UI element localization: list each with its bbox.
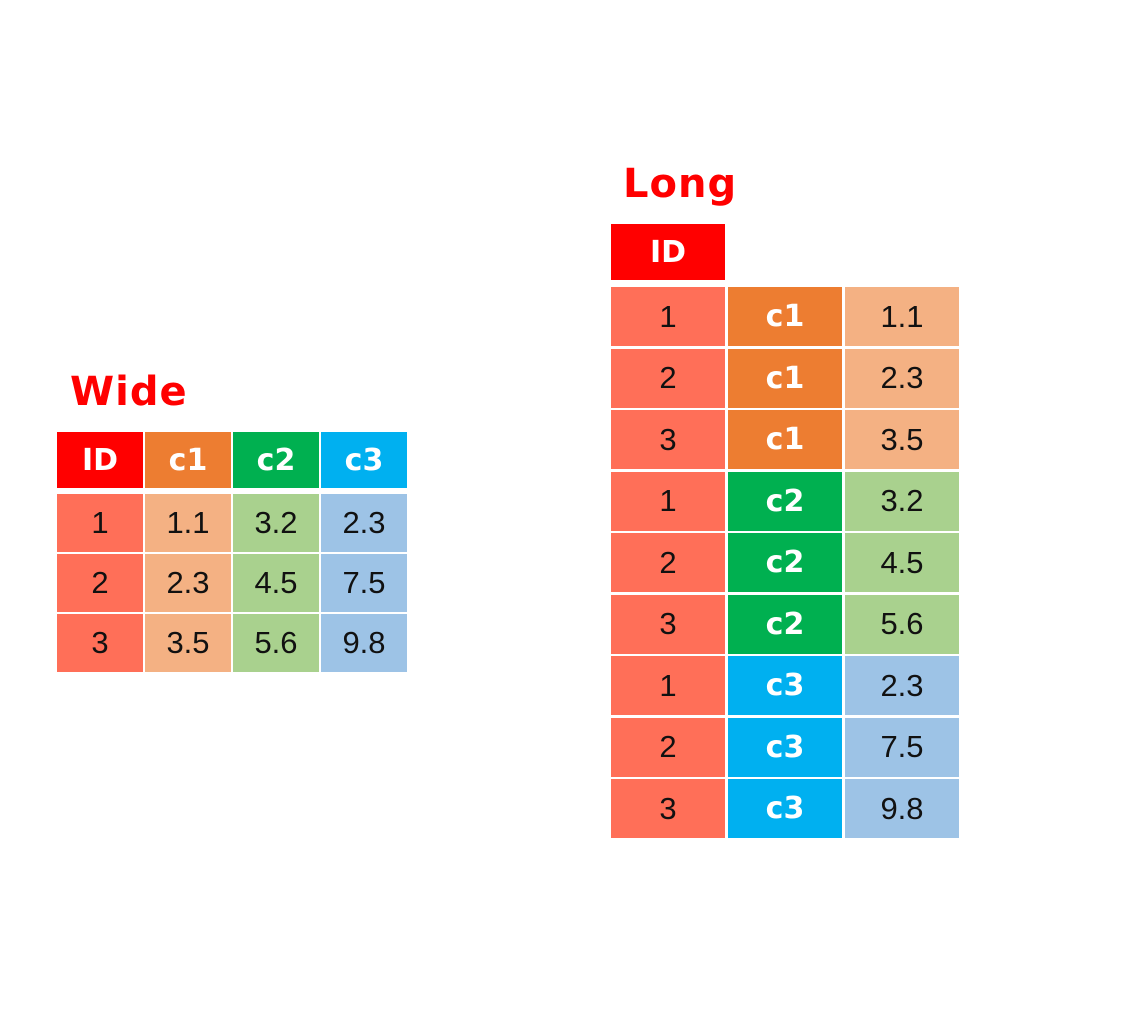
long-cell-variable: c2 (728, 471, 842, 531)
long-cell-id: 3 (611, 410, 725, 469)
long-cell-id: 2 (611, 717, 725, 777)
long-cell-id: 1 (611, 656, 725, 715)
wide-cell-r3-c2: 5.6 (233, 614, 319, 672)
long-cell-variable: c3 (728, 717, 842, 777)
long-cell-value: 1.1 (845, 287, 959, 346)
wide-cell-r2-c3: 7.5 (321, 554, 407, 612)
long-cell-id: 2 (611, 348, 725, 408)
long-cell-id: 2 (611, 533, 725, 592)
long-cell-id: 3 (611, 594, 725, 654)
wide-cell-r3-id: 3 (57, 614, 143, 672)
long-cell-variable: c2 (728, 533, 842, 592)
long-cell-value: 2.3 (845, 348, 959, 408)
wide-cell-r2-c2: 4.5 (233, 554, 319, 612)
long-cell-value: 3.5 (845, 410, 959, 469)
wide-cell-r2-id: 2 (57, 554, 143, 612)
long-table-title: Long (623, 161, 738, 207)
long-cell-variable: c2 (728, 594, 842, 654)
wide-cell-r3-c1: 3.5 (145, 614, 231, 672)
wide-cell-r2-c1: 2.3 (145, 554, 231, 612)
long-cell-variable: c1 (728, 287, 842, 346)
long-cell-variable: c1 (728, 348, 842, 408)
wide-cell-r1-c1: 1.1 (145, 494, 231, 552)
long-cell-value: 2.3 (845, 656, 959, 715)
wide-table-title: Wide (70, 369, 188, 415)
long-header-id: ID (611, 224, 725, 280)
wide-cell-r1-id: 1 (57, 494, 143, 552)
wide-header-c3: c3 (321, 432, 407, 488)
wide-cell-r1-c2: 3.2 (233, 494, 319, 552)
long-cell-value: 5.6 (845, 594, 959, 654)
long-cell-id: 1 (611, 471, 725, 531)
long-cell-variable: c3 (728, 656, 842, 715)
long-cell-id: 3 (611, 779, 725, 838)
long-cell-value: 7.5 (845, 717, 959, 777)
long-cell-variable: c3 (728, 779, 842, 838)
long-cell-value: 9.8 (845, 779, 959, 838)
wide-header-c2: c2 (233, 432, 319, 488)
wide-cell-r3-c3: 9.8 (321, 614, 407, 672)
wide-cell-r1-c3: 2.3 (321, 494, 407, 552)
long-cell-id: 1 (611, 287, 725, 346)
wide-header-c1: c1 (145, 432, 231, 488)
wide-header-id: ID (57, 432, 143, 488)
long-cell-value: 4.5 (845, 533, 959, 592)
long-cell-variable: c1 (728, 410, 842, 469)
long-cell-value: 3.2 (845, 471, 959, 531)
